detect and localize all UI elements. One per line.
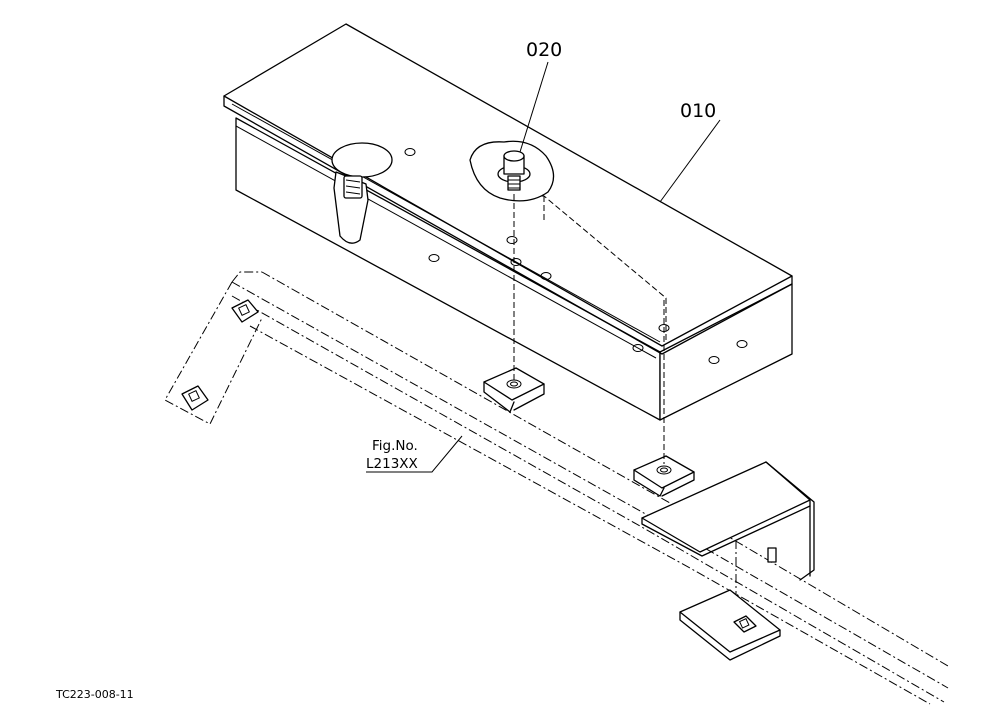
tool-box <box>223 23 793 421</box>
bolt-icon <box>497 150 531 191</box>
support-bracket <box>641 461 815 661</box>
body-hole <box>428 254 440 262</box>
body-hole <box>708 356 720 364</box>
lid-hole <box>404 148 416 156</box>
callout-010: 010 <box>680 100 716 122</box>
body-hole <box>736 340 748 348</box>
weld-nut-tab-right <box>633 455 695 497</box>
leader-lines <box>366 61 721 473</box>
latch-icon <box>331 142 393 244</box>
lid-hole <box>506 236 518 244</box>
square-nut-left-upper <box>231 299 259 323</box>
assembly-lines <box>513 194 665 464</box>
body-hole <box>510 258 522 266</box>
drawing-code: TC223-008-11 <box>55 688 134 701</box>
square-nut-left-lower <box>181 385 209 411</box>
callout-020: 020 <box>526 39 562 61</box>
figure-reference-number: L213XX <box>366 456 418 472</box>
lid-hole <box>540 272 552 280</box>
body-hole <box>632 344 644 352</box>
figure-reference-label: Fig.No. <box>372 438 418 454</box>
